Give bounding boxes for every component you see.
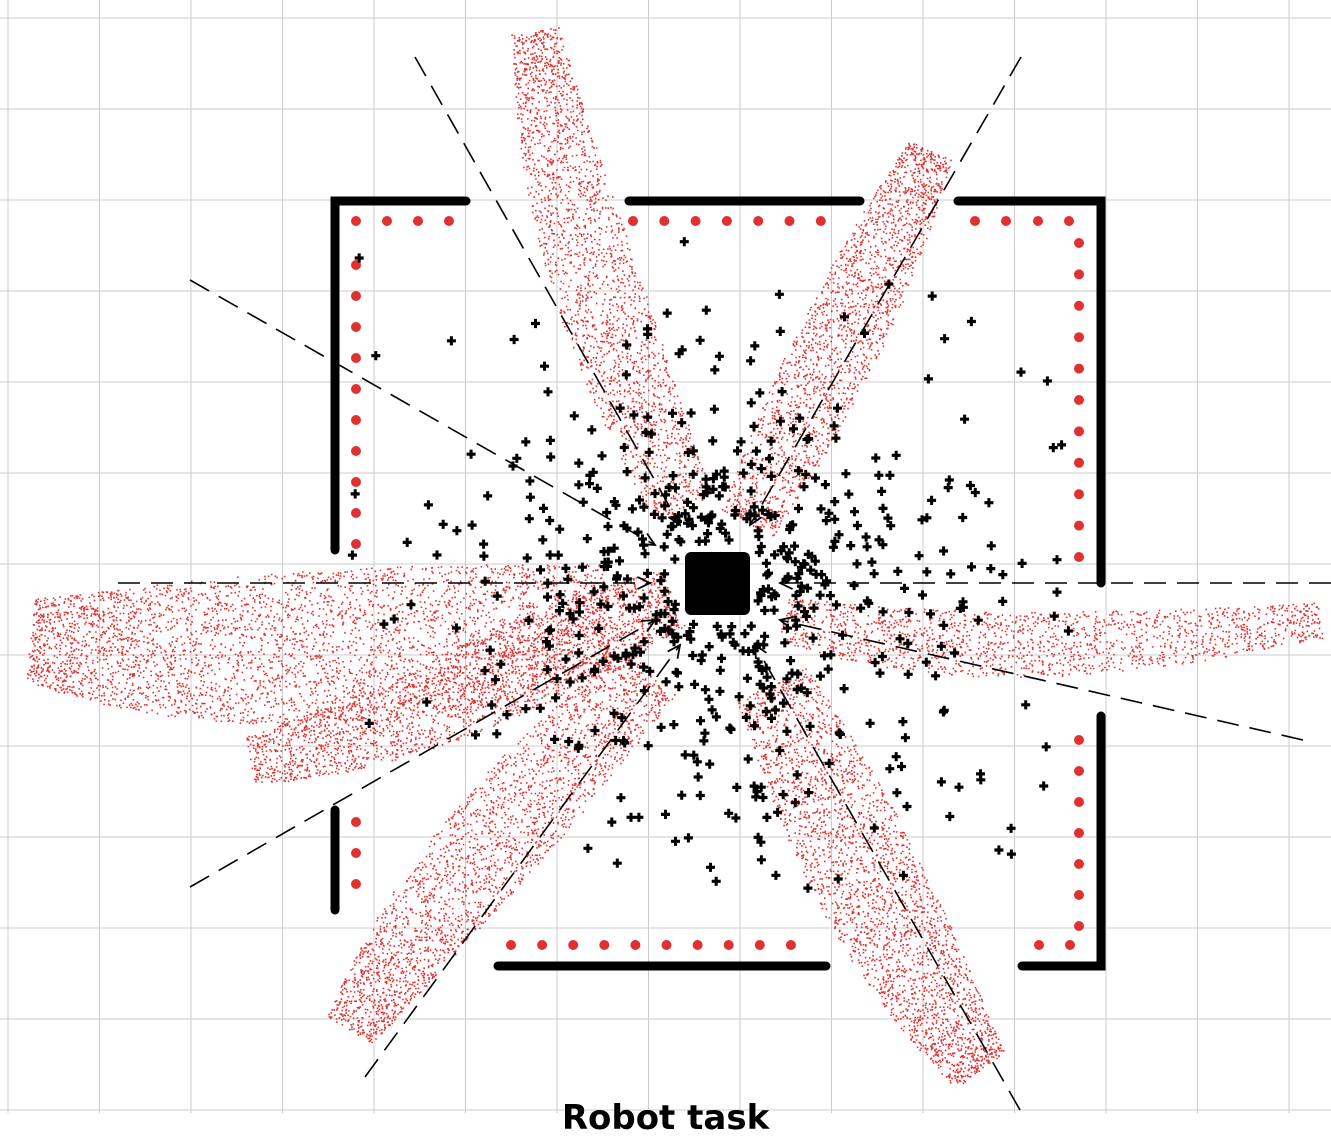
boundary-dot	[722, 216, 732, 226]
boundary-dot	[444, 216, 454, 226]
boundary-dot	[693, 940, 703, 950]
boundary-dot	[816, 216, 826, 226]
dashed-ray	[755, 645, 1020, 1110]
boundary-dot	[1074, 395, 1084, 405]
boundary-dot	[537, 940, 547, 950]
boundary-dot	[1074, 269, 1084, 279]
boundary-dot	[1074, 828, 1084, 838]
boundary-dot	[1074, 238, 1084, 248]
boundary-dot	[351, 539, 361, 549]
boundary-dot	[786, 940, 796, 950]
boundary-dot	[1074, 859, 1084, 869]
boundary-dot	[1074, 521, 1084, 531]
boundary-dot	[724, 940, 734, 950]
boundary-dot	[351, 322, 361, 332]
boundary-dot	[351, 415, 361, 425]
boundary-dot	[628, 216, 638, 226]
boundary-dot	[1074, 426, 1084, 436]
boundary-dot	[1074, 921, 1084, 931]
plume-lobe	[511, 27, 709, 519]
boundary-dot	[351, 477, 361, 487]
boundary-dot	[351, 353, 361, 363]
boundary-dot	[1074, 332, 1084, 342]
goal-square-icon	[685, 552, 750, 615]
boundary-dot	[351, 879, 361, 889]
boundary-dot	[351, 384, 361, 394]
boundary-dot	[1065, 940, 1075, 950]
boundary-dot	[568, 940, 578, 950]
boundary-dot	[753, 216, 763, 226]
boundary-dot	[351, 508, 361, 518]
boundary-dot	[1033, 216, 1043, 226]
boundary-dot	[1074, 364, 1084, 374]
boundary-dot	[351, 291, 361, 301]
plume-lobe	[781, 599, 1323, 678]
boundary-dot	[413, 216, 423, 226]
boundary-dot	[351, 817, 361, 827]
boundary-dot	[1064, 216, 1074, 226]
boundary-dot	[382, 216, 392, 226]
boundary-dot	[506, 940, 516, 950]
boundary-dot	[1074, 552, 1084, 562]
boundary-dot	[1001, 216, 1011, 226]
boundary-dot	[351, 216, 361, 226]
boundary-dot	[630, 940, 640, 950]
boundary-dot	[1074, 890, 1084, 900]
boundary-dot	[659, 216, 669, 226]
dashed-ray	[780, 620, 1303, 740]
boundary-dot	[599, 940, 609, 950]
boundary-dot	[970, 216, 980, 226]
boundary-dot	[1074, 458, 1084, 468]
plume-lobe	[27, 564, 620, 725]
diagram-caption: Robot task	[0, 1098, 1331, 1138]
dashed-ray	[190, 280, 655, 545]
boundary-dot	[351, 848, 361, 858]
boundary-dot	[1074, 301, 1084, 311]
plume-lobe	[328, 652, 676, 1044]
boundary-dot	[1034, 940, 1044, 950]
boundary-dot	[691, 216, 701, 226]
boundary-dot	[1074, 735, 1084, 745]
boundary-dot	[1074, 489, 1084, 499]
boundary-dot	[351, 446, 361, 456]
boundary-dot	[755, 940, 765, 950]
boundary-dot	[785, 216, 795, 226]
boundary-dot	[1074, 766, 1084, 776]
boundary-dot	[662, 940, 672, 950]
diagram-canvas	[0, 0, 1331, 1113]
boundary-dot	[1074, 797, 1084, 807]
